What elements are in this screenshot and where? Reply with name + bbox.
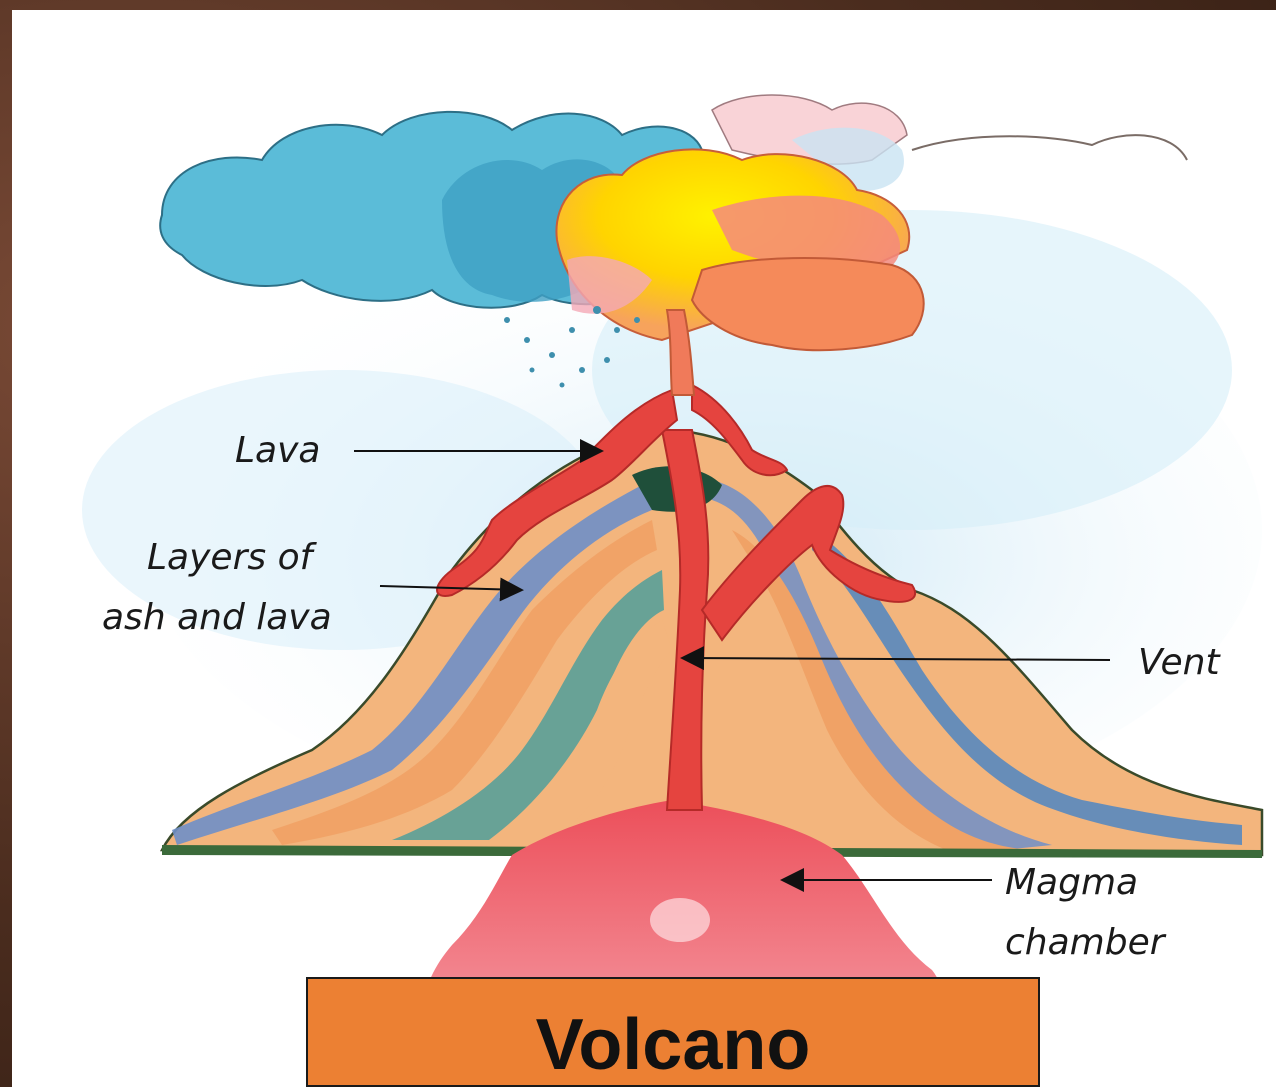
label-layers-line1: Layers of	[147, 537, 312, 579]
title-box: Volcano	[306, 977, 1040, 1087]
label-lava: Lava	[235, 430, 320, 472]
label-magma-line2: chamber	[1005, 922, 1165, 964]
label-layers-line2: ash and lava	[102, 597, 332, 639]
diagram-title: Volcano	[536, 1009, 811, 1081]
label-magma-line1: Magma	[1005, 862, 1138, 904]
diagram-panel: Lava Layers of ash and lava Vent Magma c…	[12, 10, 1276, 1087]
label-vent: Vent	[1138, 642, 1220, 684]
